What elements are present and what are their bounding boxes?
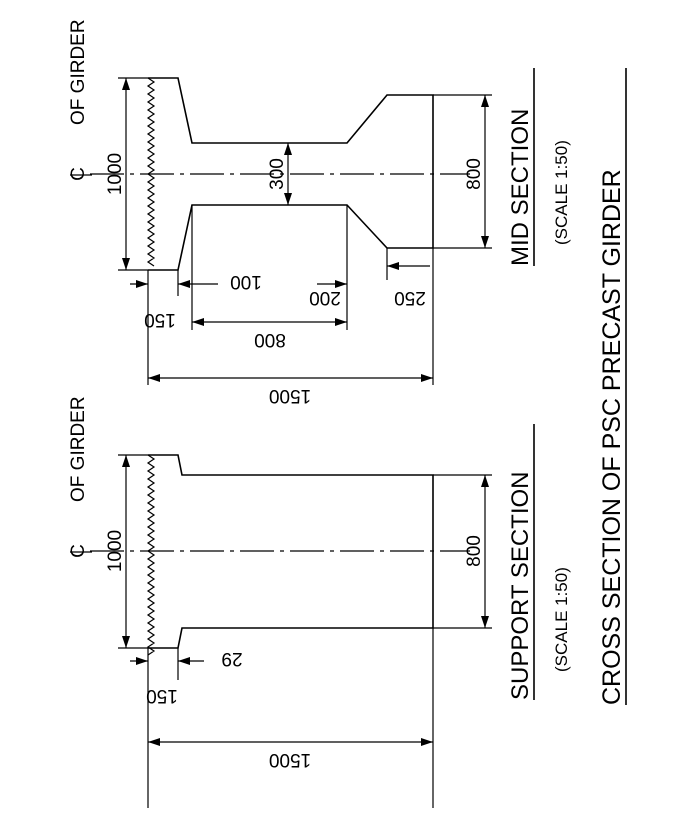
mid-dim-200: 200 — [309, 287, 341, 308]
svg-text:C: C — [68, 544, 89, 558]
support-dim-150: 150 — [146, 685, 178, 706]
support-dim-29: 29 — [221, 648, 242, 669]
mid-dim-1000: 1000 — [105, 153, 126, 195]
support-section: C OF GIRDER 1000 800 150 29 1500 — [68, 396, 571, 808]
support-cl-label: OF GIRDER — [68, 396, 89, 502]
mid-dim-web-800: 800 — [254, 329, 286, 350]
mid-dim-1500: 1500 — [269, 385, 311, 406]
mid-dim-250: 250 — [394, 287, 426, 308]
mid-cl-symbol: C — [68, 167, 92, 181]
mid-dim-100: 100 — [230, 271, 262, 292]
mid-cl-label: OF GIRDER — [68, 19, 89, 125]
mid-scale: (SCALE 1:50) — [552, 140, 571, 245]
mid-section: C OF GIRDER 1000 300 800 — [68, 19, 571, 406]
mid-zigzag-edge — [146, 77, 156, 267]
mid-title: MID SECTION — [507, 109, 534, 266]
mid-dim-800: 800 — [464, 158, 485, 190]
mid-dim-150: 150 — [144, 309, 176, 330]
svg-text:C: C — [68, 167, 89, 181]
mid-girder-outline — [148, 77, 434, 271]
support-title: SUPPORT SECTION — [507, 472, 534, 701]
support-dim-1500: 1500 — [269, 749, 311, 770]
main-title: CROSS SECTION OF PSC PRECAST GIRDER — [598, 169, 626, 705]
support-scale: (SCALE 1:50) — [552, 567, 571, 672]
support-zigzag-edge — [146, 454, 156, 656]
support-dim-800: 800 — [464, 535, 485, 567]
mid-dim-300: 300 — [267, 158, 288, 190]
support-cl-symbol: C — [68, 544, 92, 558]
support-dim-1000: 1000 — [105, 530, 126, 572]
